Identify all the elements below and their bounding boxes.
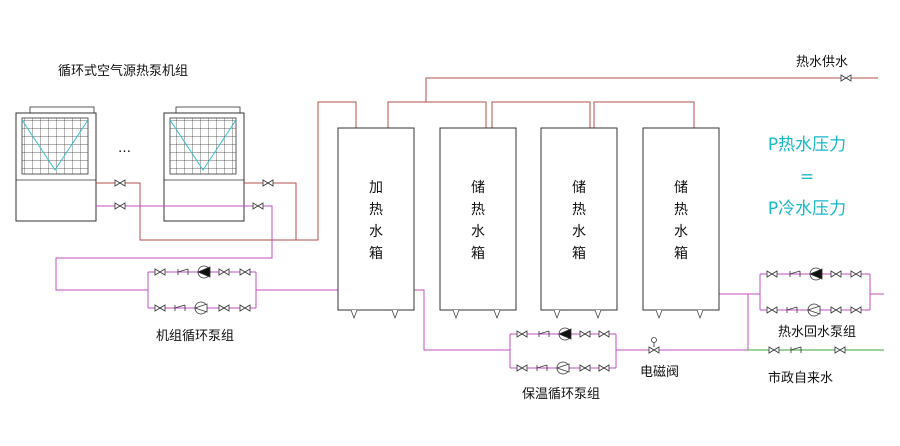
- return-pump-group-label: 热水回水泵组: [778, 325, 856, 340]
- formula-line-1: P热水压力: [768, 135, 846, 155]
- tanks: [337, 127, 720, 319]
- tank-label: 加热水箱: [369, 180, 383, 262]
- tank-heating: [337, 127, 415, 311]
- unit-group-label: 循环式空气源热泵机组: [58, 63, 188, 79]
- cold-water-pipes: [55, 205, 884, 369]
- unit-pump-group-label: 机组循环泵组: [156, 329, 234, 344]
- insulation-pump-group-label: 保温循环泵组: [522, 387, 600, 402]
- tank-label: 储热水箱: [572, 180, 586, 262]
- hot-water-pipes: [96, 77, 878, 241]
- pumps: [193, 265, 823, 375]
- tank-label: 储热水箱: [471, 180, 485, 262]
- tank-labels: 加热水箱 储热水箱 储热水箱 储热水箱: [369, 180, 688, 262]
- heat-pump-unit-2: [163, 106, 245, 222]
- ellipsis-label: …: [118, 141, 131, 156]
- tank-storage-2: [540, 127, 618, 311]
- tank-label: 储热水箱: [674, 180, 688, 262]
- city-water-label: 市政自来水: [768, 370, 833, 386]
- heat-pump-unit-1: [15, 106, 97, 222]
- formula-line-2: =: [800, 167, 814, 187]
- tank-storage-3: [642, 127, 720, 311]
- solenoid-valve-label: 电磁阀: [640, 365, 679, 380]
- solenoid-valve-icon: [648, 337, 660, 354]
- tank-storage-1: [439, 127, 517, 311]
- pressure-formula: P热水压力 = P冷水压力: [768, 135, 846, 219]
- formula-line-3: P冷水压力: [768, 199, 846, 219]
- hot-water-supply-label: 热水供水: [796, 55, 848, 70]
